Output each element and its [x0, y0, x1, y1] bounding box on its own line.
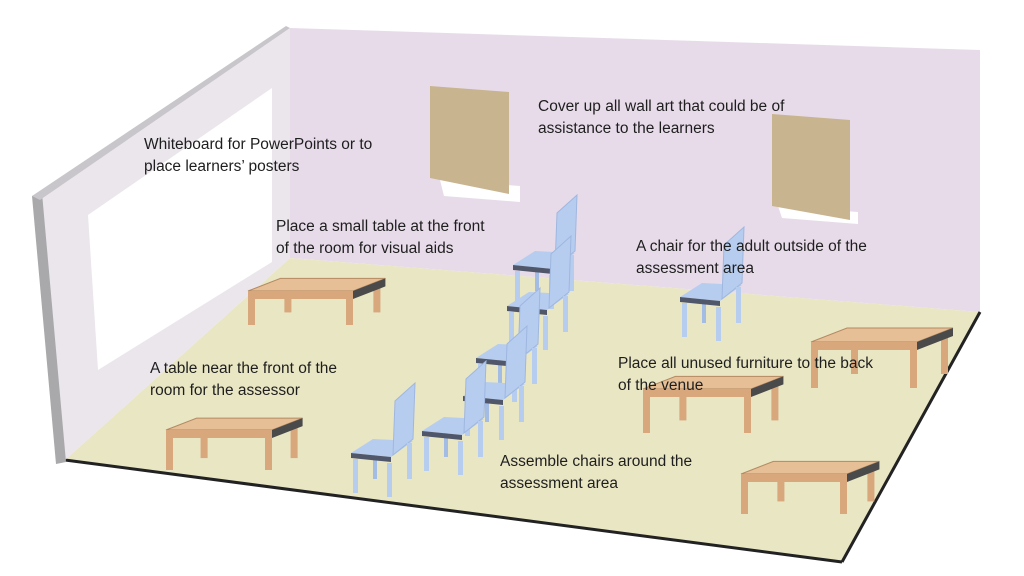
chair-6	[351, 381, 416, 497]
assessor-table-label: A table near the front of the room for t…	[150, 360, 337, 399]
unused-furniture-label: Place all unused furniture to the back o…	[618, 355, 874, 394]
whiteboard	[88, 88, 272, 370]
floor-front-edge	[64, 458, 843, 564]
table-back-right	[810, 327, 954, 388]
left-wall-edge	[32, 193, 66, 464]
chair-adult	[680, 225, 745, 341]
small-table-label: Place a small table at the front of the …	[276, 218, 485, 257]
adult-chair-label: A chair for the adult outside of the ass…	[636, 238, 867, 277]
table-back-front	[740, 460, 880, 514]
chair-5	[422, 359, 487, 475]
table-assessor	[165, 417, 303, 470]
table-front-small	[247, 277, 386, 325]
furniture-layer	[165, 193, 954, 514]
table-back-middle	[642, 375, 784, 433]
assemble-chairs-label: Assemble chairs around the assessment ar…	[500, 453, 693, 492]
wall-art-left	[430, 86, 520, 202]
wall-art-right	[772, 114, 858, 224]
left-wall-top-edge	[32, 26, 290, 200]
floor-right-edge	[840, 311, 982, 563]
whiteboard-label: Whiteboard for PowerPoints or to place l…	[144, 136, 373, 175]
wall-art-label: Cover up all wall art that could be of a…	[538, 98, 785, 137]
